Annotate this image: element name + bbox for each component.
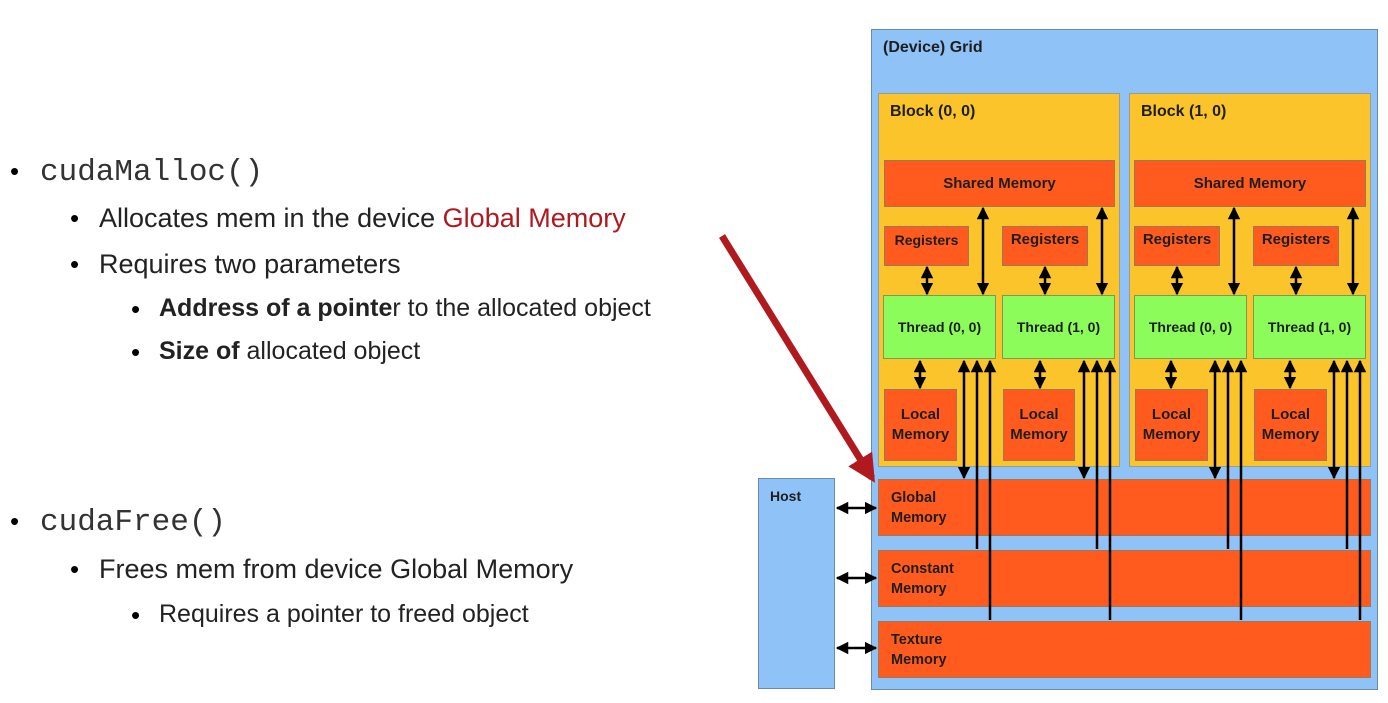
bullet-dot: • bbox=[131, 294, 141, 324]
param-size: Size of allocated object bbox=[159, 337, 421, 365]
cudafree-heading: cudaFree() bbox=[40, 505, 227, 540]
cudafree-requires: Requires a pointer to freed object bbox=[159, 600, 529, 628]
registers-b1-t1: Registers bbox=[1253, 226, 1339, 266]
cudamalloc-description: Allocates mem in the device Global Memor… bbox=[99, 203, 626, 233]
cudamalloc-heading: cudaMalloc() bbox=[40, 155, 264, 190]
cudamalloc-requires: Requires two parameters bbox=[99, 249, 401, 279]
local-memory-b1-t1: Local Memory bbox=[1254, 389, 1327, 461]
texture-memory-box: Texture Memory bbox=[878, 621, 1371, 678]
bullet-dot: • bbox=[131, 600, 141, 630]
global-memory-highlight: Global Memory bbox=[442, 203, 626, 233]
thread-b0-t1: Thread (1, 0) bbox=[1002, 295, 1115, 359]
cudafree-description: Frees mem from device Global Memory bbox=[99, 554, 574, 584]
local-memory-b0-t0: Local Memory bbox=[884, 389, 957, 461]
bullet-dot: • bbox=[70, 554, 80, 584]
local-memory-b1-t0: Local Memory bbox=[1135, 389, 1208, 461]
param-pointer-address: Address of a pointer to the allocated ob… bbox=[159, 294, 651, 322]
thread-b1-t0: Thread (0, 0) bbox=[1134, 295, 1247, 359]
host-box: Host bbox=[758, 478, 835, 689]
shared-memory-block-1: Shared Memory bbox=[1134, 160, 1366, 207]
thread-b0-t0: Thread (0, 0) bbox=[883, 295, 996, 359]
bullet-dot: • bbox=[10, 156, 20, 186]
shared-memory-block-0: Shared Memory bbox=[884, 160, 1115, 207]
global-memory-box: Global Memory bbox=[878, 479, 1371, 536]
bullet-dot: • bbox=[70, 203, 80, 233]
constant-memory-box: Constant Memory bbox=[878, 550, 1371, 607]
local-memory-b0-t1: Local Memory bbox=[1003, 389, 1075, 461]
bullet-dot: • bbox=[10, 506, 20, 536]
bullet-list: • cudaMalloc() • Allocates mem in the de… bbox=[10, 155, 651, 630]
bullet-dot: • bbox=[70, 249, 80, 279]
registers-b1-t0: Registers bbox=[1134, 226, 1220, 266]
registers-b0-t1: Registers bbox=[1002, 226, 1088, 266]
bullet-dot: • bbox=[131, 337, 141, 367]
thread-b1-t1: Thread (1, 0) bbox=[1253, 295, 1366, 359]
registers-b0-t0: Registers bbox=[884, 226, 969, 266]
